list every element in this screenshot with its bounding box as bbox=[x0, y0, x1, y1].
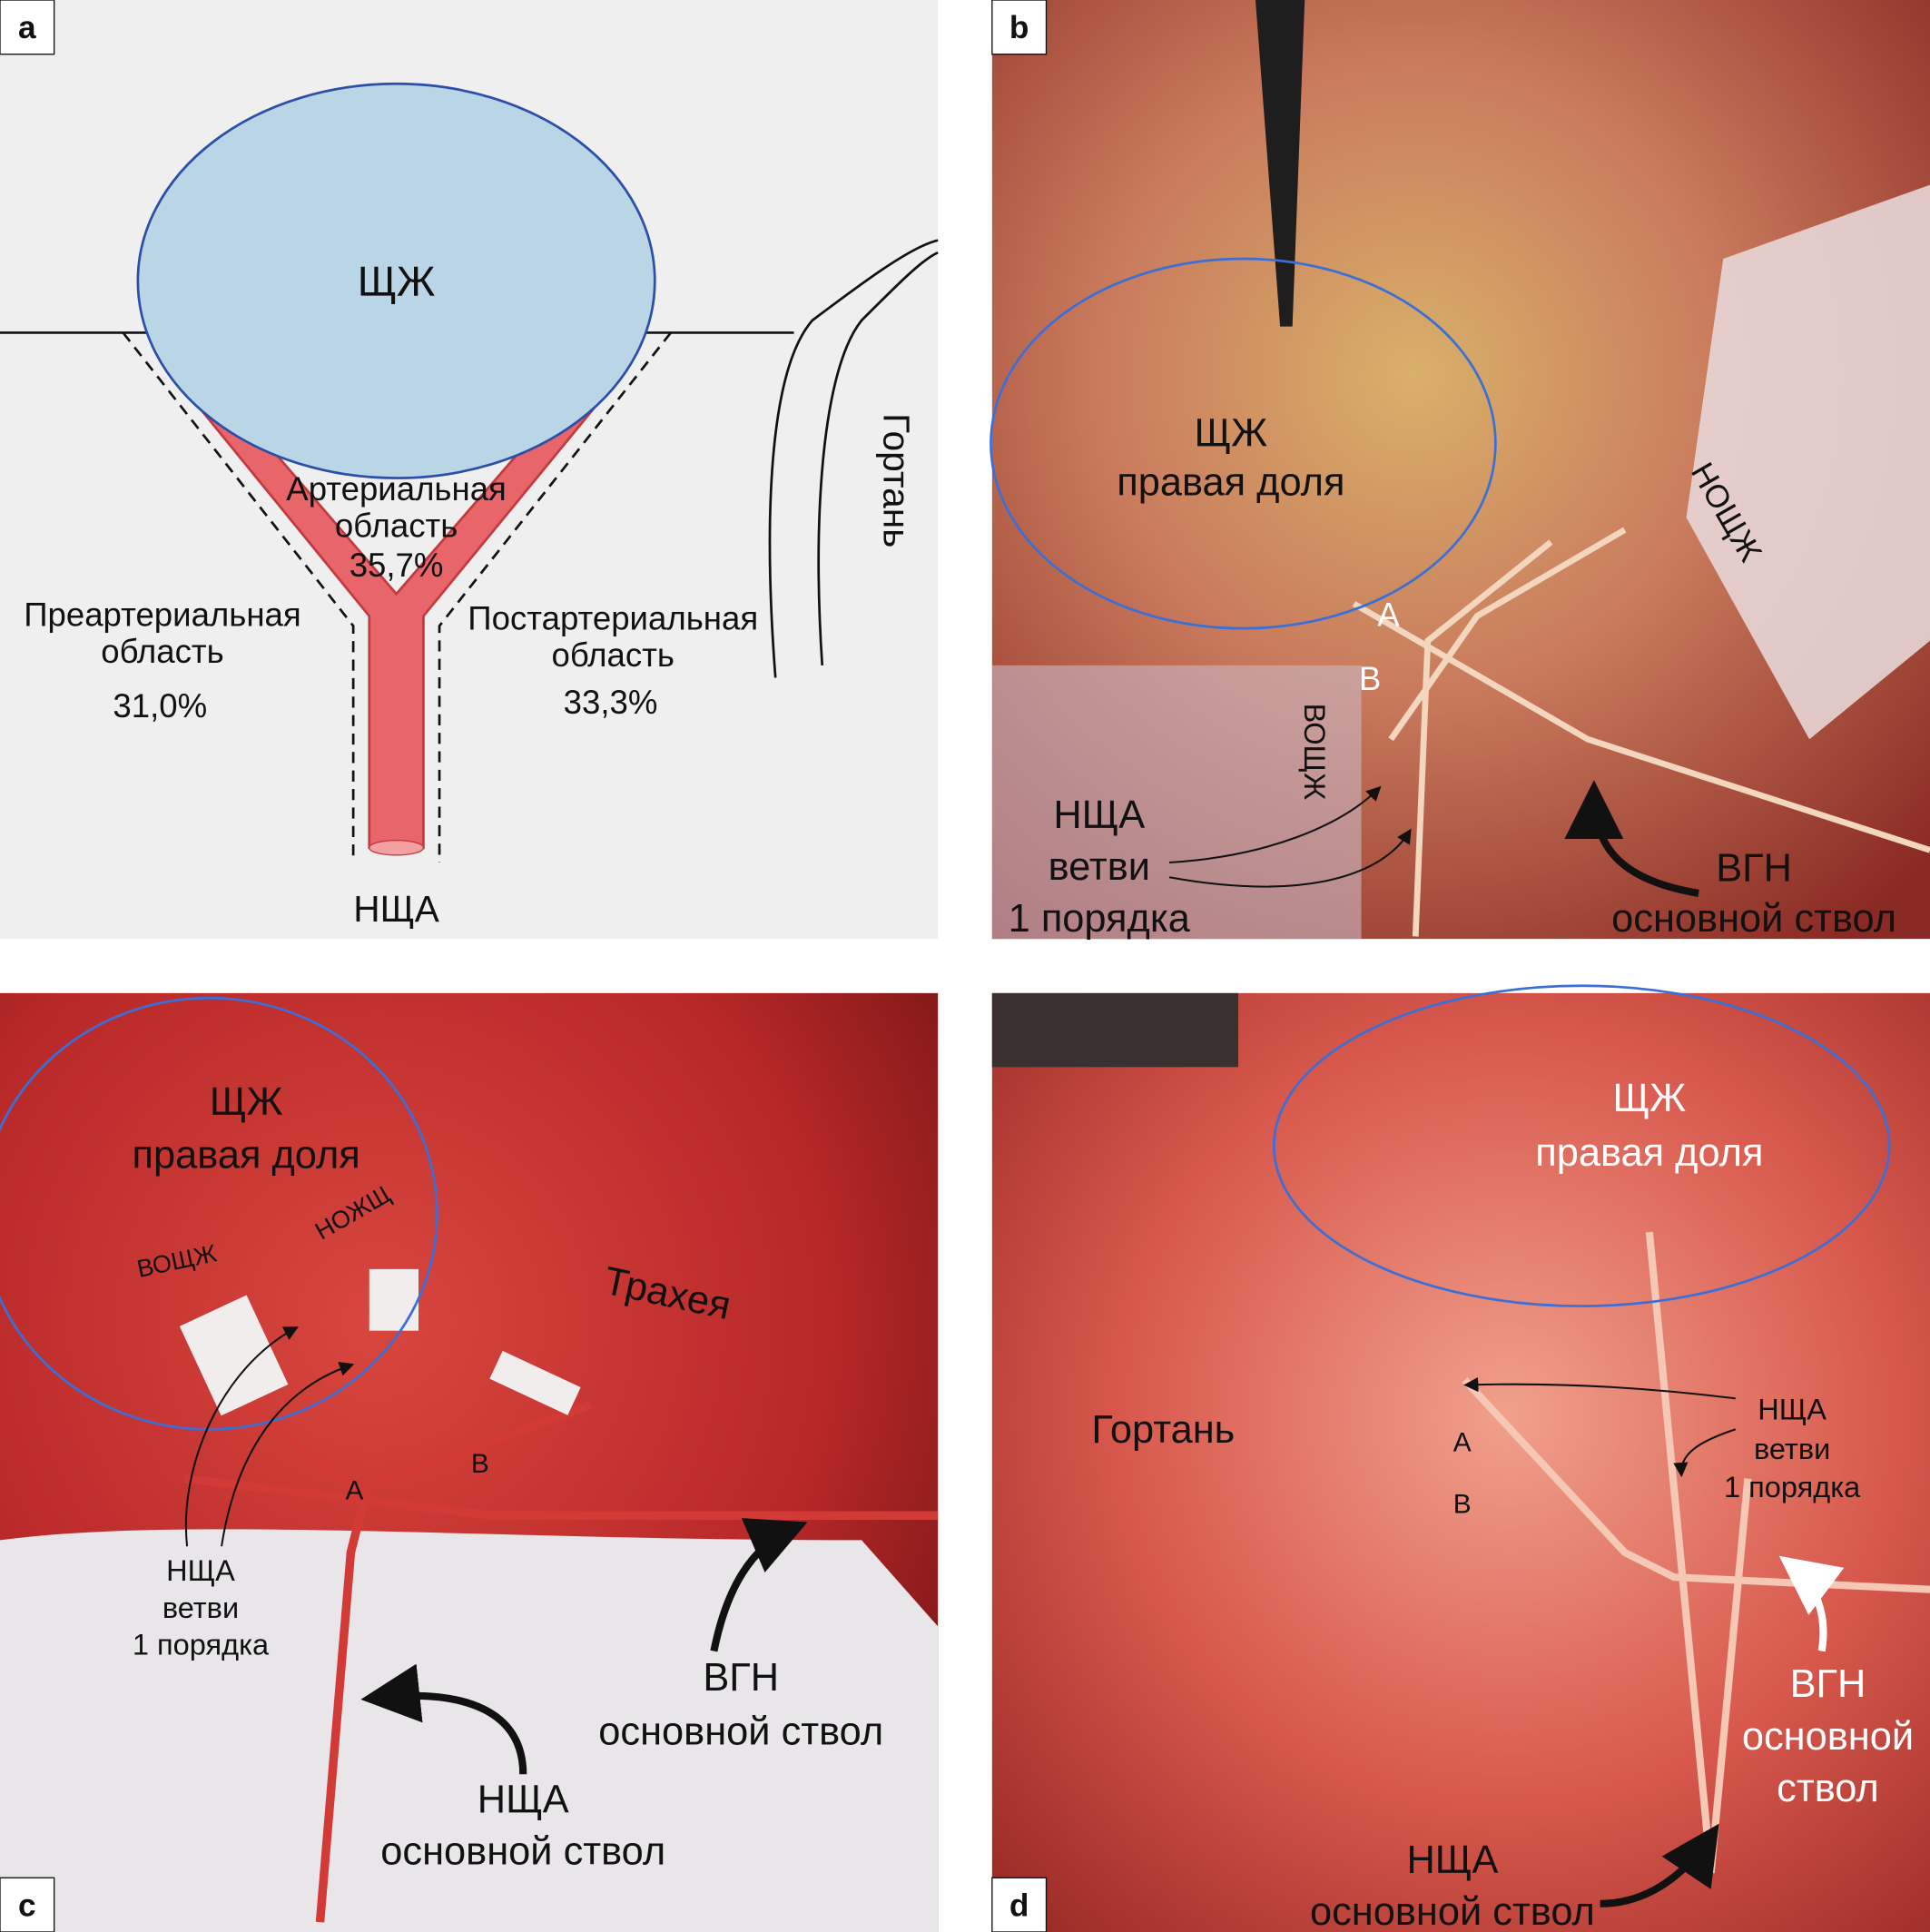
thyroid-outline-c bbox=[0, 997, 438, 1431]
label-nerve-trunk-d-2: ствол bbox=[1777, 1767, 1879, 1810]
label-postarterial-pct: 33,3% bbox=[564, 684, 658, 721]
label-artery-d: НЩА bbox=[1406, 1838, 1498, 1882]
arrow-branch-2-c bbox=[221, 1361, 355, 1547]
panel-letter-box bbox=[991, 1877, 1048, 1932]
arrow-artery-c bbox=[360, 1663, 527, 1775]
panel-c: ЩЖ правая доля ВОЩЖ НОЖЩ Трахея A B НЩА … bbox=[0, 992, 939, 1932]
photo-d bbox=[991, 992, 1930, 1932]
label-vozhzh-b: ВОЩЖ bbox=[1298, 704, 1331, 801]
arrow-branch-1-b bbox=[1169, 785, 1382, 864]
panel-letter-box bbox=[991, 0, 1048, 55]
label-thyroid: ЩЖ bbox=[358, 258, 436, 305]
larynx-outline bbox=[768, 239, 939, 678]
label-thyroid-c: ЩЖ bbox=[210, 1080, 283, 1124]
point-a-d: A bbox=[1453, 1428, 1472, 1458]
nerves-b bbox=[1352, 527, 1930, 937]
point-b-d: B bbox=[1453, 1490, 1472, 1520]
label-nerve-trunk-b: основной ствол bbox=[1611, 897, 1896, 941]
label-branches-c-3: 1 порядка bbox=[133, 1629, 270, 1661]
label-thyroid-lobe-d: правая доля bbox=[1535, 1131, 1763, 1175]
label-artery-trunk-c: основной ствол bbox=[380, 1829, 665, 1873]
panel-letter-box bbox=[0, 1877, 55, 1932]
label-artery: НЩА bbox=[353, 888, 439, 930]
arrow-artery-d bbox=[1600, 1823, 1719, 1907]
artery-end bbox=[369, 839, 425, 856]
label-nerve-b: ВГН bbox=[1716, 846, 1792, 890]
photo-b-background-sheet bbox=[991, 665, 1362, 940]
label-branches-c: НЩА bbox=[166, 1554, 235, 1587]
point-b-b: B bbox=[1359, 660, 1381, 697]
label-thyroid-lobe-b: правая доля bbox=[1117, 461, 1344, 505]
panel-letter-b: b bbox=[1009, 10, 1029, 45]
thyroid-outline-d bbox=[1272, 984, 1891, 1307]
panel-letter-box bbox=[0, 0, 55, 55]
label-nerve-d: ВГН bbox=[1790, 1662, 1866, 1706]
arrow-nerve-b bbox=[1564, 780, 1699, 897]
point-a-b: A bbox=[1377, 596, 1400, 633]
larynx-outline-inner bbox=[817, 251, 939, 665]
label-nerve-trunk-d: основной bbox=[1742, 1715, 1914, 1759]
point-a-c: A bbox=[346, 1476, 364, 1506]
paper-strip-2 bbox=[369, 1268, 418, 1331]
thyroid-outline-b bbox=[990, 257, 1497, 630]
thyroid-ellipse bbox=[136, 82, 656, 479]
label-nerve-c: ВГН bbox=[703, 1656, 779, 1700]
arrow-branch-1-c bbox=[184, 1326, 299, 1547]
forceps bbox=[1255, 0, 1305, 327]
arrow-branch-2-b bbox=[1168, 828, 1412, 888]
label-branches-c-2: ветви bbox=[162, 1592, 239, 1624]
label-prearterial-pct: 31,0% bbox=[113, 687, 207, 724]
label-branches-d: НЩА bbox=[1758, 1393, 1827, 1425]
paper-strip-1 bbox=[179, 1295, 289, 1416]
arrow-branch-1-d bbox=[1463, 1376, 1736, 1400]
label-branches-d-2: ветви bbox=[1754, 1433, 1830, 1465]
panel-letter-d: d bbox=[1009, 1888, 1029, 1923]
label-artery-trunk-d: основной ствол bbox=[1310, 1890, 1595, 1932]
panel-a: ЩЖ Артериальная область 35,7% Преартериа… bbox=[0, 0, 939, 940]
label-prearterial: Преартериальная bbox=[24, 596, 301, 633]
paper-strip bbox=[1686, 184, 1930, 740]
label-branches-b-3: 1 порядка bbox=[1009, 897, 1191, 941]
label-nerve-trunk-c: основной ствол bbox=[598, 1710, 883, 1754]
label-postarterial-2: область bbox=[551, 636, 674, 674]
label-larynx: Гортань bbox=[876, 413, 918, 547]
panel-b: ЩЖ правая доля НОЩЖ ВОЩЖ A B НЩА ветви 1… bbox=[990, 0, 1930, 941]
panel-d: ЩЖ правая доля Гортань A B НЩА ветви 1 п… bbox=[991, 984, 1930, 1932]
label-thyroid-b: ЩЖ bbox=[1195, 411, 1268, 455]
panel-letter-c: c bbox=[18, 1888, 36, 1923]
label-artery-c: НЩА bbox=[478, 1778, 569, 1821]
label-arterial-pct: 35,7% bbox=[350, 547, 444, 584]
arrow-nerve-d bbox=[1778, 1555, 1845, 1652]
label-postarterial: Постартериальная bbox=[468, 599, 758, 636]
photo-c-background-sheet bbox=[0, 1529, 939, 1932]
instrument-d bbox=[991, 992, 1239, 1068]
label-thyroid-d: ЩЖ bbox=[1613, 1077, 1687, 1120]
arrow-nerve-c bbox=[710, 1518, 808, 1652]
vessels-c bbox=[183, 1400, 939, 1923]
arrow-branch-2-d bbox=[1673, 1428, 1737, 1478]
label-prearterial-2: область bbox=[101, 633, 223, 670]
label-arterial: Артериальная bbox=[286, 470, 507, 508]
point-b-c: B bbox=[471, 1449, 489, 1479]
artery-shape bbox=[176, 368, 618, 850]
label-branches-d-3: 1 порядка bbox=[1724, 1471, 1861, 1503]
panel-letter-a: a bbox=[18, 10, 36, 45]
label-thyroid-lobe-c: правая доля bbox=[133, 1134, 360, 1178]
label-arterial-2: область bbox=[335, 508, 458, 545]
paper-strip-3 bbox=[489, 1350, 581, 1415]
label-branches-b-2: ветви bbox=[1049, 845, 1150, 889]
label-branches-b: НЩА bbox=[1053, 794, 1145, 837]
label-larynx-d: Гортань bbox=[1091, 1408, 1235, 1452]
